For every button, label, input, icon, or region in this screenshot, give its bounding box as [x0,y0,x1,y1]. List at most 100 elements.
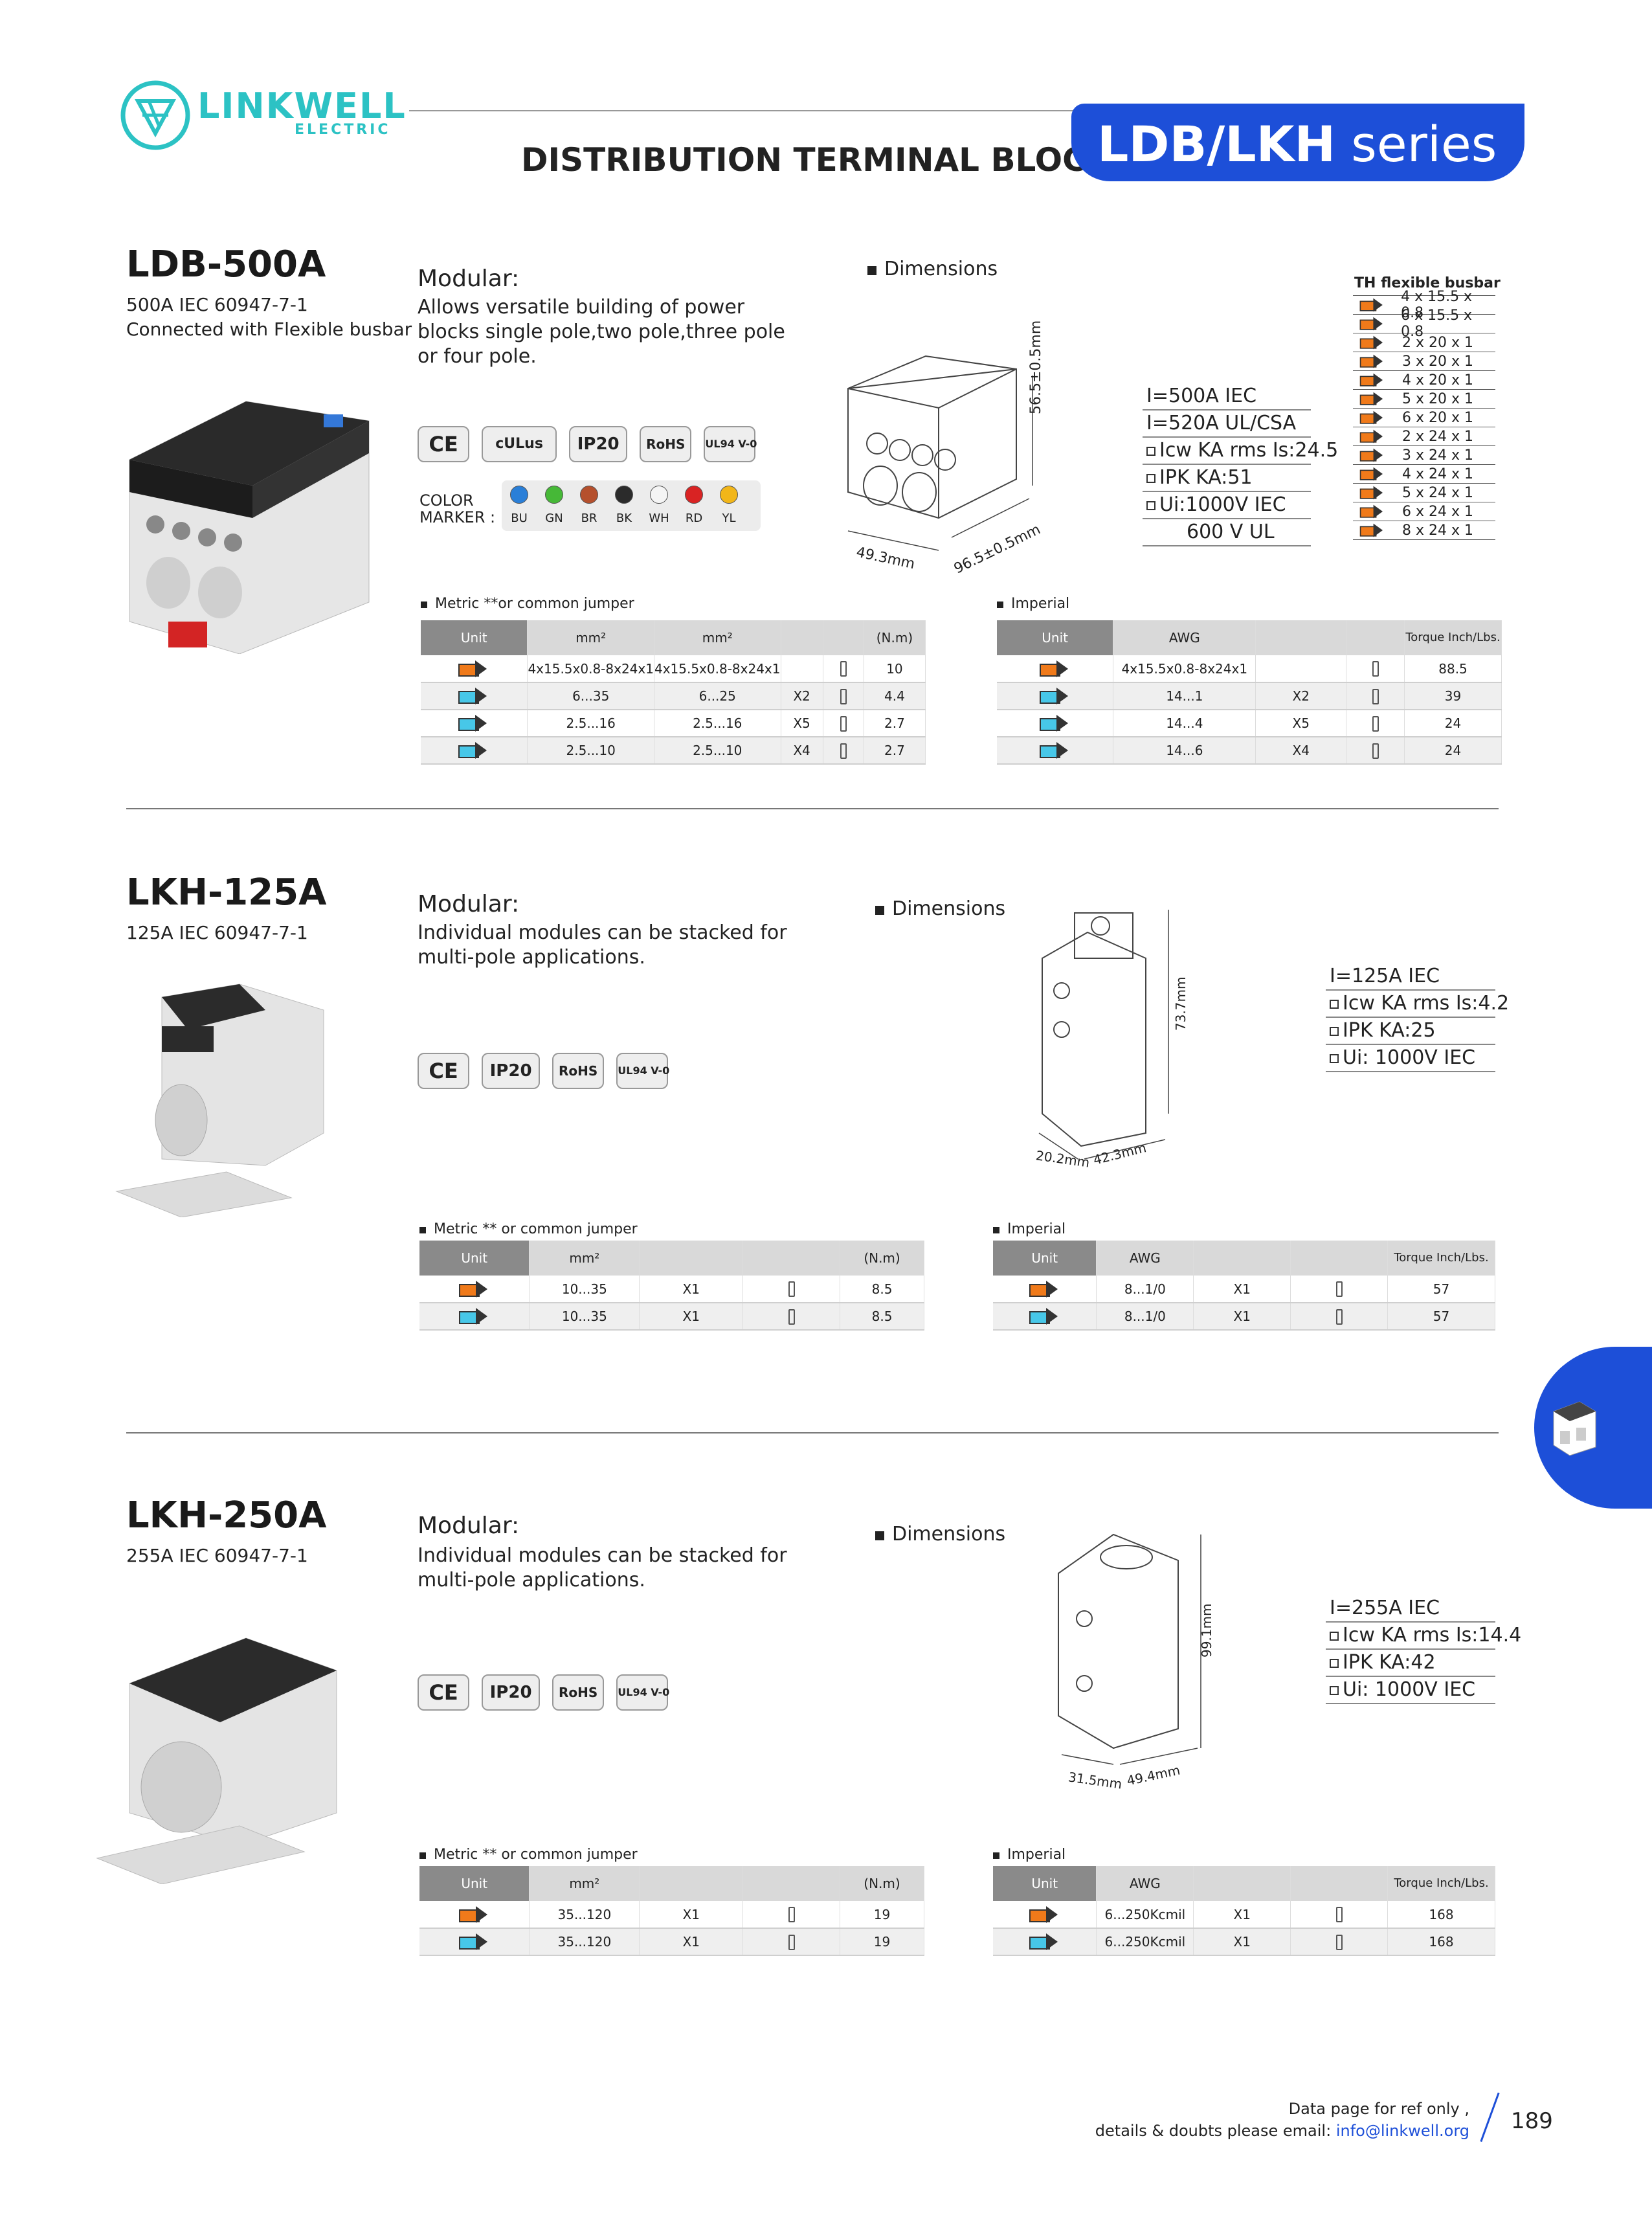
ip20-mark: IP20 [482,1674,541,1711]
busbar-size: 6 x 20 x 1 [1402,409,1473,426]
table-cell: 8...1/0 [1096,1303,1194,1331]
ldb-product-image [129,401,370,654]
spec-ui-iec: Ui: 1000V IEC [1326,1045,1495,1072]
spec-ui-iec: Ui: 1000V IEC [1326,1677,1495,1704]
table-cell: 4x15.5x0.8-8x24x1 [527,655,654,683]
table-cell: X1 [639,1303,744,1331]
footer-line2: details & doubts please email: [1095,2122,1336,2140]
color-label-2: MARKER : [419,508,496,526]
lkh125-modular-desc: Individual modules can be stacked for mu… [418,921,787,969]
busbar-arrow-icon [1359,335,1385,350]
color-code: BR [581,512,597,525]
lkh250-modular-heading: Modular: [418,1512,520,1539]
col-awg: AWG [1113,620,1256,655]
busbar-row: 3 x 24 x 1 [1353,446,1495,465]
lkh125-product-image [115,984,324,1217]
screw-icon [840,688,847,704]
table-cell: 2.5...16 [527,710,654,737]
bullet-square-icon [993,1227,999,1233]
color-code: BK [616,512,632,525]
rohs-mark-icon: RoHS [640,426,692,462]
lkh250-metric-heading: Metric ** or common jumper [419,1847,638,1863]
logo-icon [120,80,190,150]
terminal-block-icon [1553,1401,1596,1456]
busbar-arrow-icon [1359,354,1385,368]
col-unit: Unit [993,1866,1097,1901]
lkh250-dimensions-heading: Dimensions [875,1523,1005,1546]
table-cell: X2 [781,682,823,710]
busbar-connection-icon [1029,1280,1060,1298]
busbar-row: 3 x 20 x 1 [1353,352,1495,371]
color-code: BU [511,512,528,525]
footer-line1: Data page for ref only , [1288,2100,1469,2118]
checkbox-icon [1330,1631,1339,1641]
series-badge: LDB/LKH series [1071,104,1524,181]
ldb-dim-height: 56.5±0.5mm [1028,320,1044,414]
screw-icon [1372,743,1379,759]
lkh250-title: LKH-250A [126,1494,327,1536]
side-category-tab[interactable] [1534,1347,1652,1509]
table-cell: X1 [1193,1276,1291,1303]
table-cell: 19 [840,1901,924,1929]
lkh250-spec-list: I=255A IEC Icw KA rms Is:14.4 IPK KA:42 … [1326,1595,1521,1704]
col-unit: Unit [997,620,1114,655]
busbar-size: 5 x 24 x 1 [1402,484,1473,501]
busbar-row: 2 x 24 x 1 [1353,427,1495,446]
col-awg: AWG [1096,1866,1194,1901]
lkh125-title: LKH-125A [126,871,327,914]
spec-ui-iec: Ui:1000V IEC [1143,492,1311,519]
screw-icon [1372,715,1379,732]
lkh125-dimension-drawing [1038,910,1169,1160]
busbar-size: 2 x 20 x 1 [1402,334,1473,351]
table-cell: 2.7 [864,737,926,765]
ldb-spec-list: I=500A IEC I=520A UL/CSA Icw KA rms Is:2… [1143,383,1338,546]
header-rule [409,110,1141,111]
brand-logo: LINKWELL ELECTRIC [120,76,405,154]
section-divider [126,808,1499,809]
spec-icw: Icw KA rms Is:24.5 [1143,438,1338,465]
table-cell: 8.5 [840,1276,924,1303]
bullet-square-icon [419,1852,426,1859]
screw-icon [1372,688,1379,704]
table-cell: X4 [1255,737,1347,765]
spec-ipk: IPK KA:42 [1326,1650,1495,1677]
ul94-flame-icon: UL94 V-0 [704,426,757,462]
busbar-size: 3 x 20 x 1 [1402,353,1473,370]
col-torque: (N.m) [840,1866,924,1901]
busbar-arrow-icon [1359,486,1385,500]
spec-current-iec: I=500A IEC [1143,383,1311,410]
lkh125-dim-height: 73.7mm [1173,976,1189,1031]
lkh250-product-image [96,1637,337,1884]
color-swatch-br [580,486,598,504]
lkh125-modular-heading: Modular: [418,891,520,917]
ldb-dimension-drawing [847,355,1033,551]
cable-connection-icon [458,1933,490,1951]
col-unit: Unit [419,1866,530,1901]
table-cell: 39 [1404,682,1502,710]
busbar-row: 6 x 24 x 1 [1353,502,1495,521]
footer-email-link[interactable]: info@linkwell.org [1335,2122,1469,2140]
cable-connection-icon [458,688,489,705]
screw-icon [840,715,847,732]
spec-icw: Icw KA rms Is:14.4 [1326,1623,1521,1650]
screw-icon [788,1934,795,1950]
busbar-arrow-icon [1359,448,1385,462]
table-cell: 4.4 [864,682,926,710]
table-cell: 19 [840,1928,924,1956]
busbar-size: 4 x 24 x 1 [1402,466,1473,482]
busbar-size: 8 x 24 x 1 [1402,522,1473,539]
ldb-imperial-heading: Imperial [997,596,1069,612]
